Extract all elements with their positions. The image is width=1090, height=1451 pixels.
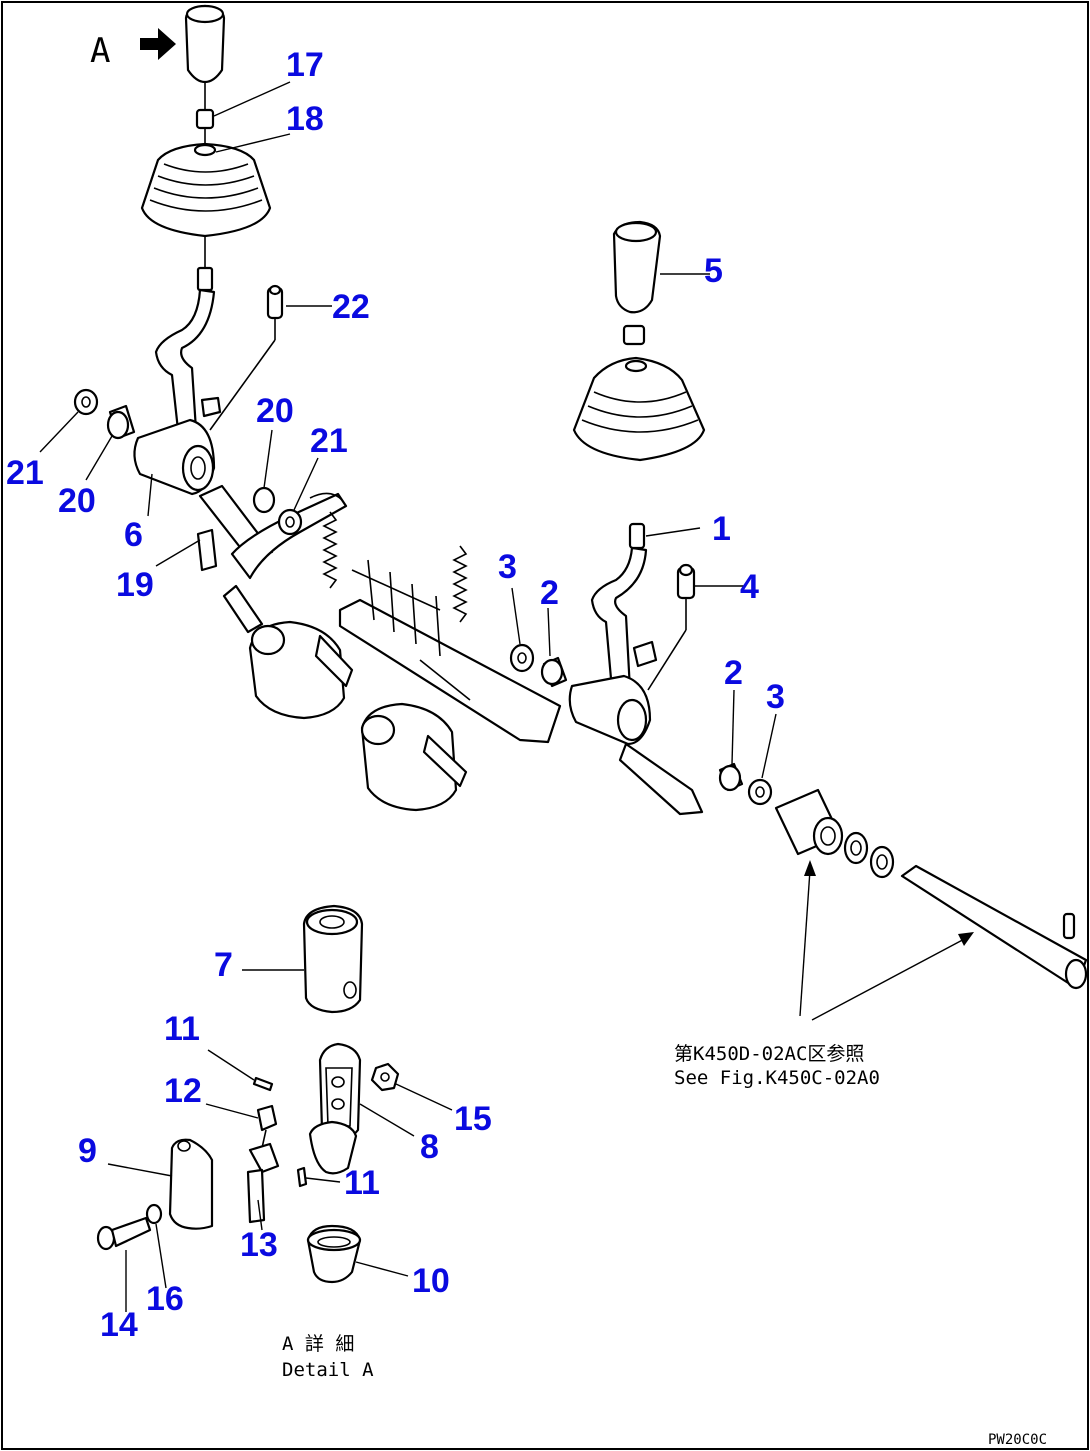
callout-18: 18: [286, 100, 324, 138]
callout-4: 4: [740, 568, 759, 606]
callout-20: 20: [256, 392, 294, 430]
knob-5: [612, 220, 662, 346]
cover-9: [168, 1138, 214, 1230]
lever-right: [568, 522, 704, 816]
reference-note-jp: 第K450D-02AC区参照: [674, 1043, 864, 1065]
reference-arrows: [799, 860, 974, 1021]
callout-2: 2: [540, 574, 559, 612]
grip-8: [308, 1042, 362, 1175]
knob-17-assembly: [184, 4, 226, 146]
cup-10: [306, 1224, 362, 1284]
callouts: 1 2 2 3 3 4 5 6 7 8 9 10 11 11 12 13 14 …: [6, 46, 785, 1344]
pin-11-lower: [296, 1166, 308, 1188]
bushing-20-right: [252, 486, 276, 514]
callout-1: 1: [712, 510, 731, 548]
callout-12: 12: [164, 1072, 202, 1110]
switch-lower: [360, 702, 468, 812]
lever-arms-bracket: [198, 484, 348, 634]
detail-caption-jp: A 詳 細: [282, 1333, 354, 1355]
bolt-19: [196, 528, 218, 572]
callout-19: 19: [116, 566, 154, 604]
callout-14: 14: [100, 1306, 138, 1344]
callout-6: 6: [124, 516, 143, 554]
callout-3: 3: [498, 548, 517, 586]
lever-6: [133, 236, 222, 496]
callout-11: 11: [164, 1010, 200, 1048]
leader-lines: [39, 81, 777, 1312]
callout-17: 17: [286, 46, 324, 84]
bushing-2-left: [540, 656, 568, 688]
bushing-2-right: [718, 762, 744, 792]
drawing-code: PW20C0C: [988, 1432, 1047, 1448]
washer-16: [145, 1203, 163, 1225]
washer-21-left: [73, 388, 99, 416]
clip-12: [256, 1104, 278, 1149]
callout-22: 22: [332, 288, 370, 326]
callout-8: 8: [420, 1128, 439, 1166]
callout-21: 21: [6, 454, 44, 492]
boot-18: [140, 142, 272, 238]
springs: [322, 511, 468, 623]
reference-note-en: See Fig.K450C-02A0: [674, 1067, 880, 1089]
bushing-20-left: [106, 404, 136, 440]
callout-16: 16: [146, 1280, 184, 1318]
callout-9: 9: [78, 1132, 97, 1170]
callout-10: 10: [412, 1262, 450, 1300]
arrow-right-icon: [140, 28, 176, 60]
washer-21-right: [277, 508, 303, 536]
main-shaft: [900, 864, 1088, 990]
nut-15: [370, 1062, 400, 1092]
callout-3: 3: [766, 678, 785, 716]
callout-7: 7: [214, 946, 233, 984]
callout-15: 15: [454, 1100, 492, 1138]
callout-11: 11: [344, 1164, 380, 1202]
switch-upper: [248, 620, 354, 720]
callout-2: 2: [724, 654, 743, 692]
bolt-14: [96, 1216, 152, 1251]
pin-11-upper: [252, 1076, 274, 1092]
boot-right: [572, 356, 706, 462]
grease-fitting-4: [647, 563, 696, 691]
washer-3-right: [747, 778, 773, 806]
knob-7: [302, 904, 364, 1014]
callout-5: 5: [704, 252, 723, 290]
callout-21: 21: [310, 422, 348, 460]
mounting-plate: [338, 559, 562, 744]
shaft-tube: [774, 788, 895, 879]
callout-13: 13: [240, 1226, 278, 1264]
detail-caption-en: Detail A: [282, 1359, 374, 1381]
grease-fitting-22: [209, 284, 284, 431]
washer-3-left: [509, 643, 535, 673]
callout-20: 20: [58, 482, 96, 520]
view-a-label: A: [90, 31, 110, 71]
switch-13: [246, 1142, 280, 1224]
